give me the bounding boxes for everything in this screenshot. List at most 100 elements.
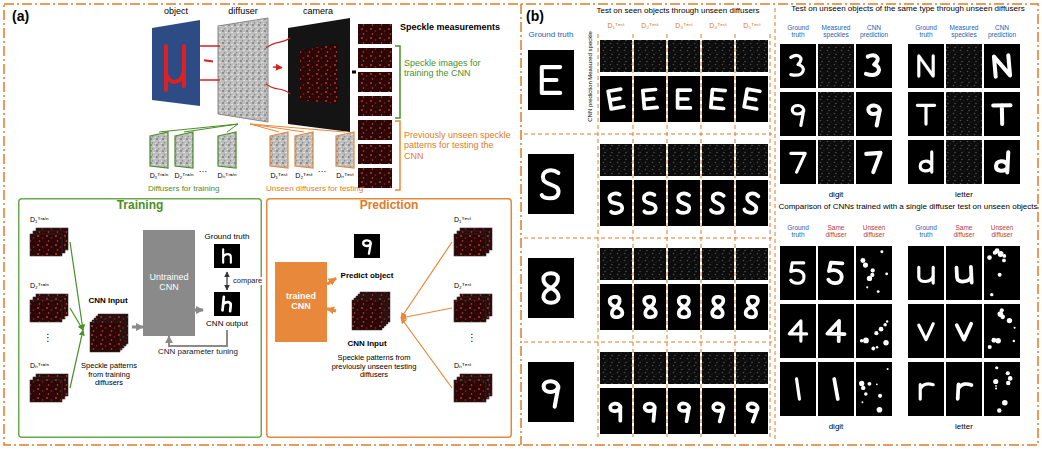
speckle-image bbox=[946, 140, 982, 184]
handwritten-glyph bbox=[610, 403, 623, 422]
noise-blob bbox=[995, 366, 998, 369]
text-label: D₃ᵀᵉˢᵗ bbox=[668, 22, 700, 30]
connector bbox=[327, 309, 336, 311]
handwritten-glyph bbox=[222, 297, 231, 311]
edge-label: compare bbox=[231, 277, 264, 285]
noise-blob bbox=[866, 286, 868, 288]
handwritten-glyph bbox=[917, 105, 934, 124]
handwritten-glyph bbox=[958, 384, 972, 400]
illustration-group bbox=[30, 8, 1020, 440]
text-label: D₁ᵀᵉˢᵗ bbox=[266, 172, 292, 180]
noise-blob bbox=[988, 345, 992, 349]
noise-blob bbox=[859, 381, 864, 386]
object-image bbox=[856, 246, 892, 300]
text-label: D₂ᵀᵉˢᵗ bbox=[634, 22, 666, 30]
object-image bbox=[528, 362, 574, 422]
text-label: Unseen diffuser bbox=[984, 224, 1020, 239]
arrow bbox=[70, 330, 83, 388]
speckle-cube bbox=[90, 322, 120, 352]
object-image bbox=[736, 76, 768, 122]
object-image bbox=[984, 44, 1020, 88]
node-text: Ground truth bbox=[205, 233, 250, 242]
separator bbox=[770, 34, 771, 440]
text-label: … bbox=[315, 164, 329, 174]
diffuser-plate bbox=[336, 132, 354, 168]
noise-blob bbox=[871, 268, 875, 272]
noise-blob bbox=[860, 339, 863, 342]
arrow bbox=[401, 242, 452, 318]
handwritten-glyph bbox=[797, 379, 800, 399]
handwritten-glyph bbox=[678, 194, 690, 213]
handwritten-glyph bbox=[608, 89, 624, 109]
noise-blob bbox=[860, 258, 865, 263]
handwritten-glyph bbox=[996, 152, 1009, 173]
noise-blob bbox=[880, 250, 883, 253]
text-label: Ground truth bbox=[908, 224, 944, 239]
speckle-image bbox=[818, 44, 854, 88]
text-label: Speckle images for training the CNN bbox=[404, 58, 512, 79]
noise-blob bbox=[997, 408, 1001, 412]
speckle-image bbox=[736, 352, 768, 384]
text-label: Ground truth bbox=[780, 24, 816, 39]
speckle-image bbox=[702, 144, 734, 176]
light-ray bbox=[200, 45, 220, 47]
handwritten-glyph bbox=[679, 297, 690, 317]
speckle-cube bbox=[352, 300, 382, 330]
object-image bbox=[984, 92, 1020, 136]
camera-speckle bbox=[300, 44, 338, 104]
text-label: ⋮ bbox=[42, 332, 54, 344]
object-image bbox=[668, 284, 700, 330]
handwritten-glyph bbox=[542, 67, 560, 93]
handwritten-glyph bbox=[868, 105, 880, 125]
speckle-image bbox=[668, 352, 700, 384]
speckle-stack bbox=[30, 380, 62, 402]
text-label: Measured speckle bbox=[587, 25, 594, 85]
noise-blob bbox=[995, 338, 1000, 343]
object-image bbox=[908, 44, 944, 88]
arrow bbox=[352, 71, 356, 74]
handwritten-glyph bbox=[828, 262, 843, 283]
object-image bbox=[908, 246, 944, 300]
text-label: Previously unseen speckle patterns for t… bbox=[404, 130, 512, 161]
speckle-image bbox=[358, 72, 392, 92]
object-image bbox=[528, 50, 574, 110]
text-label: (b) bbox=[526, 8, 556, 24]
text-label: CNN prediction bbox=[856, 24, 892, 39]
text-label: letter bbox=[908, 190, 1020, 199]
handwritten-glyph bbox=[712, 296, 724, 317]
speckle-image bbox=[358, 24, 392, 44]
ground-truth-image: Ground truth bbox=[202, 232, 253, 272]
text-label: Unseen diffuser bbox=[856, 224, 892, 239]
connector bbox=[195, 309, 203, 312]
untrained-cnn: Untrained CNN bbox=[143, 230, 195, 336]
arrow bbox=[401, 318, 452, 388]
noise-blob bbox=[1014, 327, 1016, 329]
text-label: digit bbox=[780, 190, 892, 199]
speckle-image bbox=[702, 40, 734, 72]
speckle-stack bbox=[454, 300, 486, 322]
noise-blob bbox=[1008, 376, 1013, 381]
object-image bbox=[946, 362, 982, 416]
speckle-image bbox=[600, 352, 632, 384]
object-image bbox=[856, 362, 892, 416]
separator bbox=[735, 34, 736, 440]
diffuser-plate bbox=[295, 132, 313, 168]
node-text: Prediction bbox=[360, 199, 419, 212]
object-image bbox=[908, 92, 944, 136]
text-label: D₁ᵀᵉˢᵗ bbox=[454, 216, 488, 224]
noise-blob bbox=[995, 387, 997, 389]
arrow bbox=[70, 242, 83, 330]
object-image bbox=[668, 388, 700, 434]
speckle-image bbox=[600, 40, 632, 72]
speckle-image bbox=[634, 352, 666, 384]
text-label: D₁ᵀᵉˢᵗ bbox=[600, 22, 632, 30]
diffuser-plate bbox=[175, 132, 193, 168]
handwritten-glyph bbox=[791, 263, 804, 283]
speckle-image bbox=[358, 48, 392, 68]
speckle-image bbox=[634, 40, 666, 72]
text-label: Dₙᵀʳᵃⁱⁿ bbox=[214, 172, 240, 180]
noise-blob bbox=[863, 262, 868, 267]
speckle-image bbox=[358, 96, 392, 116]
noise-blob bbox=[885, 272, 888, 275]
speckle-image bbox=[634, 248, 666, 280]
